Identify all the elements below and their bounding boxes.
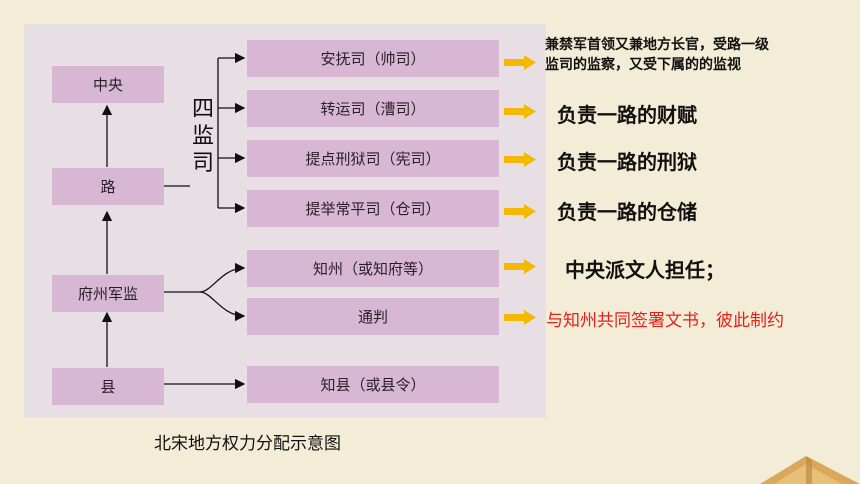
- xian-box: 县: [52, 368, 164, 405]
- tiju-label: 提举常平司（仓司）: [305, 200, 441, 218]
- yellow-arrow-icon: [504, 104, 536, 119]
- xian-label: 县: [100, 378, 116, 396]
- sijian-char-3: 司: [191, 151, 214, 176]
- yellow-arrow-icon: [504, 55, 536, 70]
- zhuanyun-box: 转运司（漕司）: [247, 90, 499, 127]
- tidian-box: 提点刑狱司（宪司）: [247, 140, 499, 177]
- lu-label: 路: [100, 178, 116, 196]
- zhizhou-note: 中央派文人担任；: [565, 258, 725, 282]
- zhizhou-box: 知州（或知府等）: [247, 250, 499, 287]
- tiju-note: 负责一路的仓储: [557, 200, 697, 224]
- zhuanyun-note: 负责一路的财赋: [557, 103, 697, 127]
- yellow-arrow-icon: [504, 204, 536, 219]
- yellow-arrow-icon: [504, 259, 536, 274]
- central-box: 中央: [52, 66, 164, 103]
- diagram-caption: 北宋地方权力分配示意图: [154, 434, 341, 454]
- tongpan-box: 通判: [247, 298, 499, 335]
- zhizhou-label: 知州（或知府等）: [312, 260, 433, 278]
- yellow-arrow-icon: [504, 152, 536, 167]
- anfu-label: 安抚司（帅司）: [320, 50, 426, 68]
- anfu-note-line2: 监司的监察，又受下属的的监视: [545, 57, 741, 73]
- sijian-char-2: 监: [191, 124, 214, 149]
- tiju-box: 提举常平司（仓司）: [247, 190, 499, 227]
- fuzhou-box: 府州军监: [52, 275, 164, 312]
- zhixian-box: 知县（或县令）: [247, 366, 499, 403]
- tongpan-note: 与知州共同签署文书，彼此制约: [546, 311, 784, 331]
- fuzhou-label: 府州军监: [77, 285, 138, 303]
- zhixian-label: 知县（或县令）: [320, 376, 426, 394]
- zhuanyun-label: 转运司（漕司）: [320, 100, 426, 118]
- anfu-note: 兼禁军首领又兼地方长官，受路一级 监司的监察，又受下属的的监视: [545, 35, 769, 75]
- anfu-note-line1: 兼禁军首领又兼地方长官，受路一级: [545, 37, 769, 53]
- central-label: 中央: [92, 76, 123, 94]
- tidian-note: 负责一路的刑狱: [557, 150, 697, 174]
- sijian-char-1: 四: [191, 97, 214, 122]
- sijian-label: 四 监 司: [190, 96, 216, 177]
- yellow-arrow-icon: [504, 310, 536, 325]
- lu-box: 路: [52, 168, 164, 205]
- anfu-box: 安抚司（帅司）: [247, 40, 499, 77]
- tongpan-label: 通判: [357, 308, 388, 326]
- corner-decoration: [760, 456, 860, 484]
- tidian-label: 提点刑狱司（宪司）: [305, 150, 441, 168]
